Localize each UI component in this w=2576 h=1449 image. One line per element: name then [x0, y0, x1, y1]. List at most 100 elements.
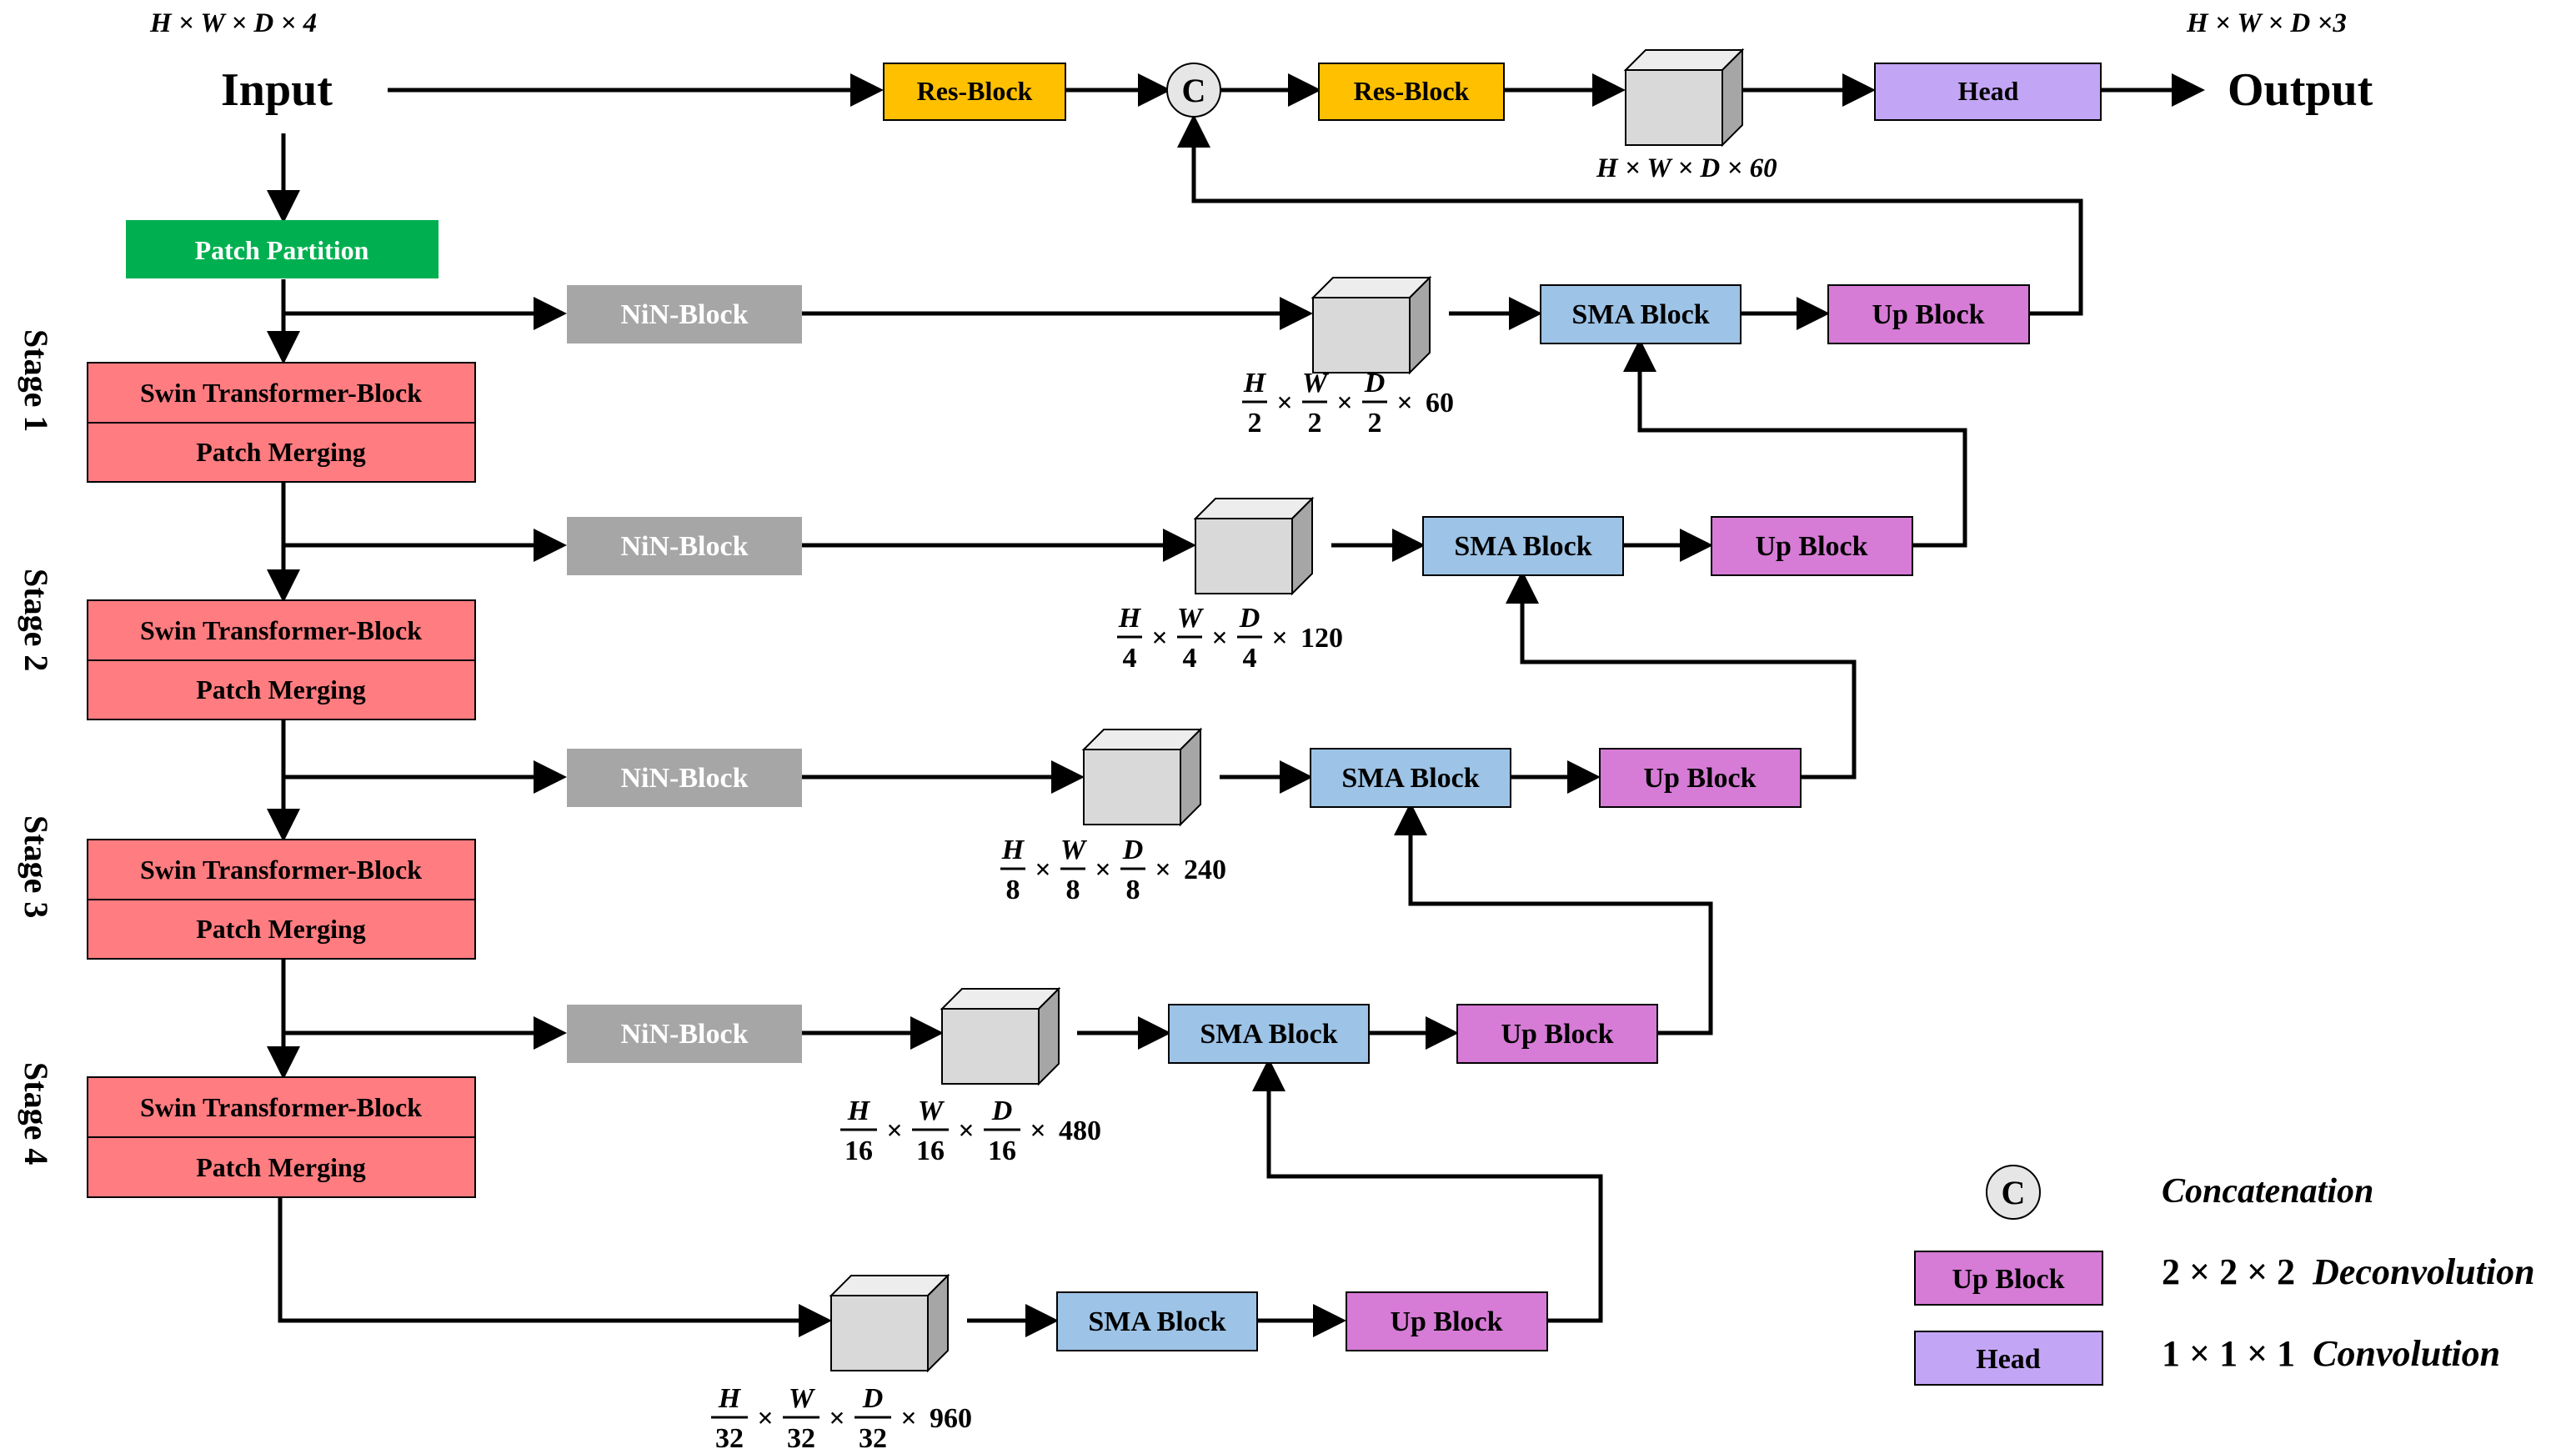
up-block-5: Up Block: [1346, 1291, 1548, 1351]
fraction-4-times-3: ×: [1030, 1116, 1045, 1146]
fraction-5-times-3: ×: [900, 1403, 916, 1434]
fraction-1-num-w: W: [1302, 368, 1330, 399]
patch-partition-label: Patch Partition: [195, 235, 369, 265]
stage-4-block: Swin Transformer-Block Patch Merging: [87, 1076, 476, 1198]
stage-3-label: Stage 3: [18, 815, 55, 918]
arrow-up3-to-sma2: [1506, 570, 1857, 780]
feature-cube-5: [830, 1275, 949, 1371]
sma-block-2: SMA Block: [1422, 516, 1624, 576]
stage-2-block: Swin Transformer-Block Patch Merging: [87, 599, 476, 720]
res-block-1: Res-Block: [883, 63, 1066, 121]
legend-conv-word: Convolution: [2313, 1333, 2500, 1374]
legend: C Concatenation Up Block 2 × 2 × 2 Decon…: [1914, 1165, 2535, 1386]
connectors: [267, 73, 2205, 1337]
fraction-1-times-3: ×: [1396, 388, 1412, 419]
up-block-1: Up Block: [1827, 284, 2030, 344]
fraction-5-num-d: D: [862, 1383, 884, 1414]
up-block-3-label: Up Block: [1643, 763, 1756, 794]
up-block-4-label: Up Block: [1501, 1019, 1613, 1050]
output-label: Output: [2228, 64, 2373, 116]
fraction-4-num-h: H: [847, 1096, 871, 1126]
fraction-2-den-w: 4: [1183, 643, 1197, 674]
fraction-3-num-w: W: [1060, 835, 1088, 865]
fraction-3-times-1: ×: [1035, 855, 1050, 885]
fraction-5-num-h: H: [718, 1383, 742, 1414]
feature-cube-top: [1625, 49, 1743, 146]
input-dims: H × W × D × 4: [149, 8, 317, 38]
stage-4-swin-label: Swin Transformer-Block: [140, 1092, 422, 1122]
legend-concat-symbol: C: [2002, 1174, 2026, 1211]
fraction-4-den-h: 16: [844, 1136, 873, 1166]
arrow-up5-to-sma4: [1252, 1058, 1603, 1323]
nin-block-2-label: NiN-Block: [621, 531, 749, 562]
fraction-4-times-2: ×: [958, 1116, 974, 1146]
fraction-2-den-h: 4: [1123, 643, 1137, 674]
fraction-2-num-w: W: [1177, 603, 1205, 634]
fraction-3-times-3: ×: [1155, 855, 1170, 885]
fraction-5-den-w: 32: [787, 1423, 815, 1449]
fraction-4-den-w: 16: [916, 1136, 945, 1166]
fraction-4-num-d: D: [991, 1096, 1013, 1126]
nin-block-4: NiN-Block: [567, 1005, 802, 1063]
fraction-3-channels: 240: [1184, 855, 1226, 885]
sma-block-1-label: SMA Block: [1571, 299, 1709, 330]
fraction-2-times-1: ×: [1151, 623, 1167, 654]
arrow-up1-to-concat: [1177, 114, 2083, 316]
fraction-1-den-d: 2: [1368, 408, 1382, 439]
head-label: Head: [1958, 76, 2019, 106]
up-block-4: Up Block: [1456, 1004, 1658, 1064]
arrow-up2-to-sma1: [1623, 338, 1967, 548]
res-block-2: Res-Block: [1318, 63, 1505, 121]
fraction-4-den-d: 16: [988, 1136, 1016, 1166]
up-block-1-label: Up Block: [1872, 299, 1984, 330]
feature-cube-1: [1312, 277, 1431, 374]
stage-4-label: Stage 4: [18, 1062, 55, 1165]
sma-block-4: SMA Block: [1168, 1004, 1370, 1064]
stage-3-merge-label: Patch Merging: [196, 914, 366, 944]
concat-node: C: [1166, 63, 1221, 118]
sma-block-2-label: SMA Block: [1454, 531, 1591, 562]
legend-up-block-label: Up Block: [1952, 1264, 2064, 1295]
head-block: Head: [1874, 63, 2102, 121]
fraction-5-times-1: ×: [757, 1403, 773, 1434]
fraction-5-den-h: 32: [715, 1423, 744, 1449]
stage-1-label: Stage 1: [18, 329, 55, 432]
fraction-5-times-2: ×: [829, 1403, 844, 1434]
fraction-1-times-2: ×: [1336, 388, 1352, 419]
up-block-2-label: Up Block: [1755, 531, 1867, 562]
legend-deconv-word: Deconvolution: [2312, 1251, 2534, 1292]
patch-partition: Patch Partition: [126, 220, 439, 278]
fraction-1-num-d: D: [1364, 368, 1386, 399]
feature-cube-4: [941, 988, 1060, 1085]
fraction-5-channels: 960: [930, 1403, 972, 1434]
feature-cube-2: [1195, 498, 1313, 594]
fraction-4-num-w: W: [918, 1096, 945, 1126]
legend-up-block: [1914, 1251, 2103, 1306]
output-dims: H × W × D ×3: [2186, 8, 2347, 38]
legend-conv-prefix: 1 × 1 × 1: [2162, 1333, 2295, 1374]
res-block-1-label: Res-Block: [917, 76, 1033, 106]
nin-block-3-label: NiN-Block: [621, 763, 749, 794]
concat-symbol: C: [1182, 72, 1206, 109]
fraction-2-times-3: ×: [1271, 623, 1287, 654]
arrow-stage4-to-cube5: [278, 1197, 832, 1337]
arrow-up4-to-sma3: [1394, 802, 1713, 1035]
sma-block-4-label: SMA Block: [1200, 1019, 1337, 1050]
stage-3-swin-label: Swin Transformer-Block: [140, 855, 422, 885]
stage-1-swin-label: Swin Transformer-Block: [140, 378, 422, 408]
up-block-3: Up Block: [1599, 748, 1802, 808]
fraction-4-times-1: ×: [886, 1116, 902, 1146]
input-label: Input: [221, 64, 333, 116]
stage-1-block: Swin Transformer-Block Patch Merging: [87, 362, 476, 483]
sma-block-3-label: SMA Block: [1341, 763, 1479, 794]
fraction-2-times-2: ×: [1211, 623, 1227, 654]
legend-conv-text: 1 × 1 × 1 Convolution: [2162, 1333, 2500, 1374]
fraction-2-channels: 120: [1301, 623, 1343, 654]
res-block-2-label: Res-Block: [1354, 76, 1470, 106]
fraction-3-den-h: 8: [1006, 875, 1020, 905]
stage-3-block: Swin Transformer-Block Patch Merging: [87, 839, 476, 960]
fraction-3-times-2: ×: [1095, 855, 1110, 885]
fraction-1-num-h: H: [1243, 368, 1267, 399]
sma-block-5: SMA Block: [1056, 1291, 1258, 1351]
fraction-5-num-w: W: [789, 1383, 816, 1414]
